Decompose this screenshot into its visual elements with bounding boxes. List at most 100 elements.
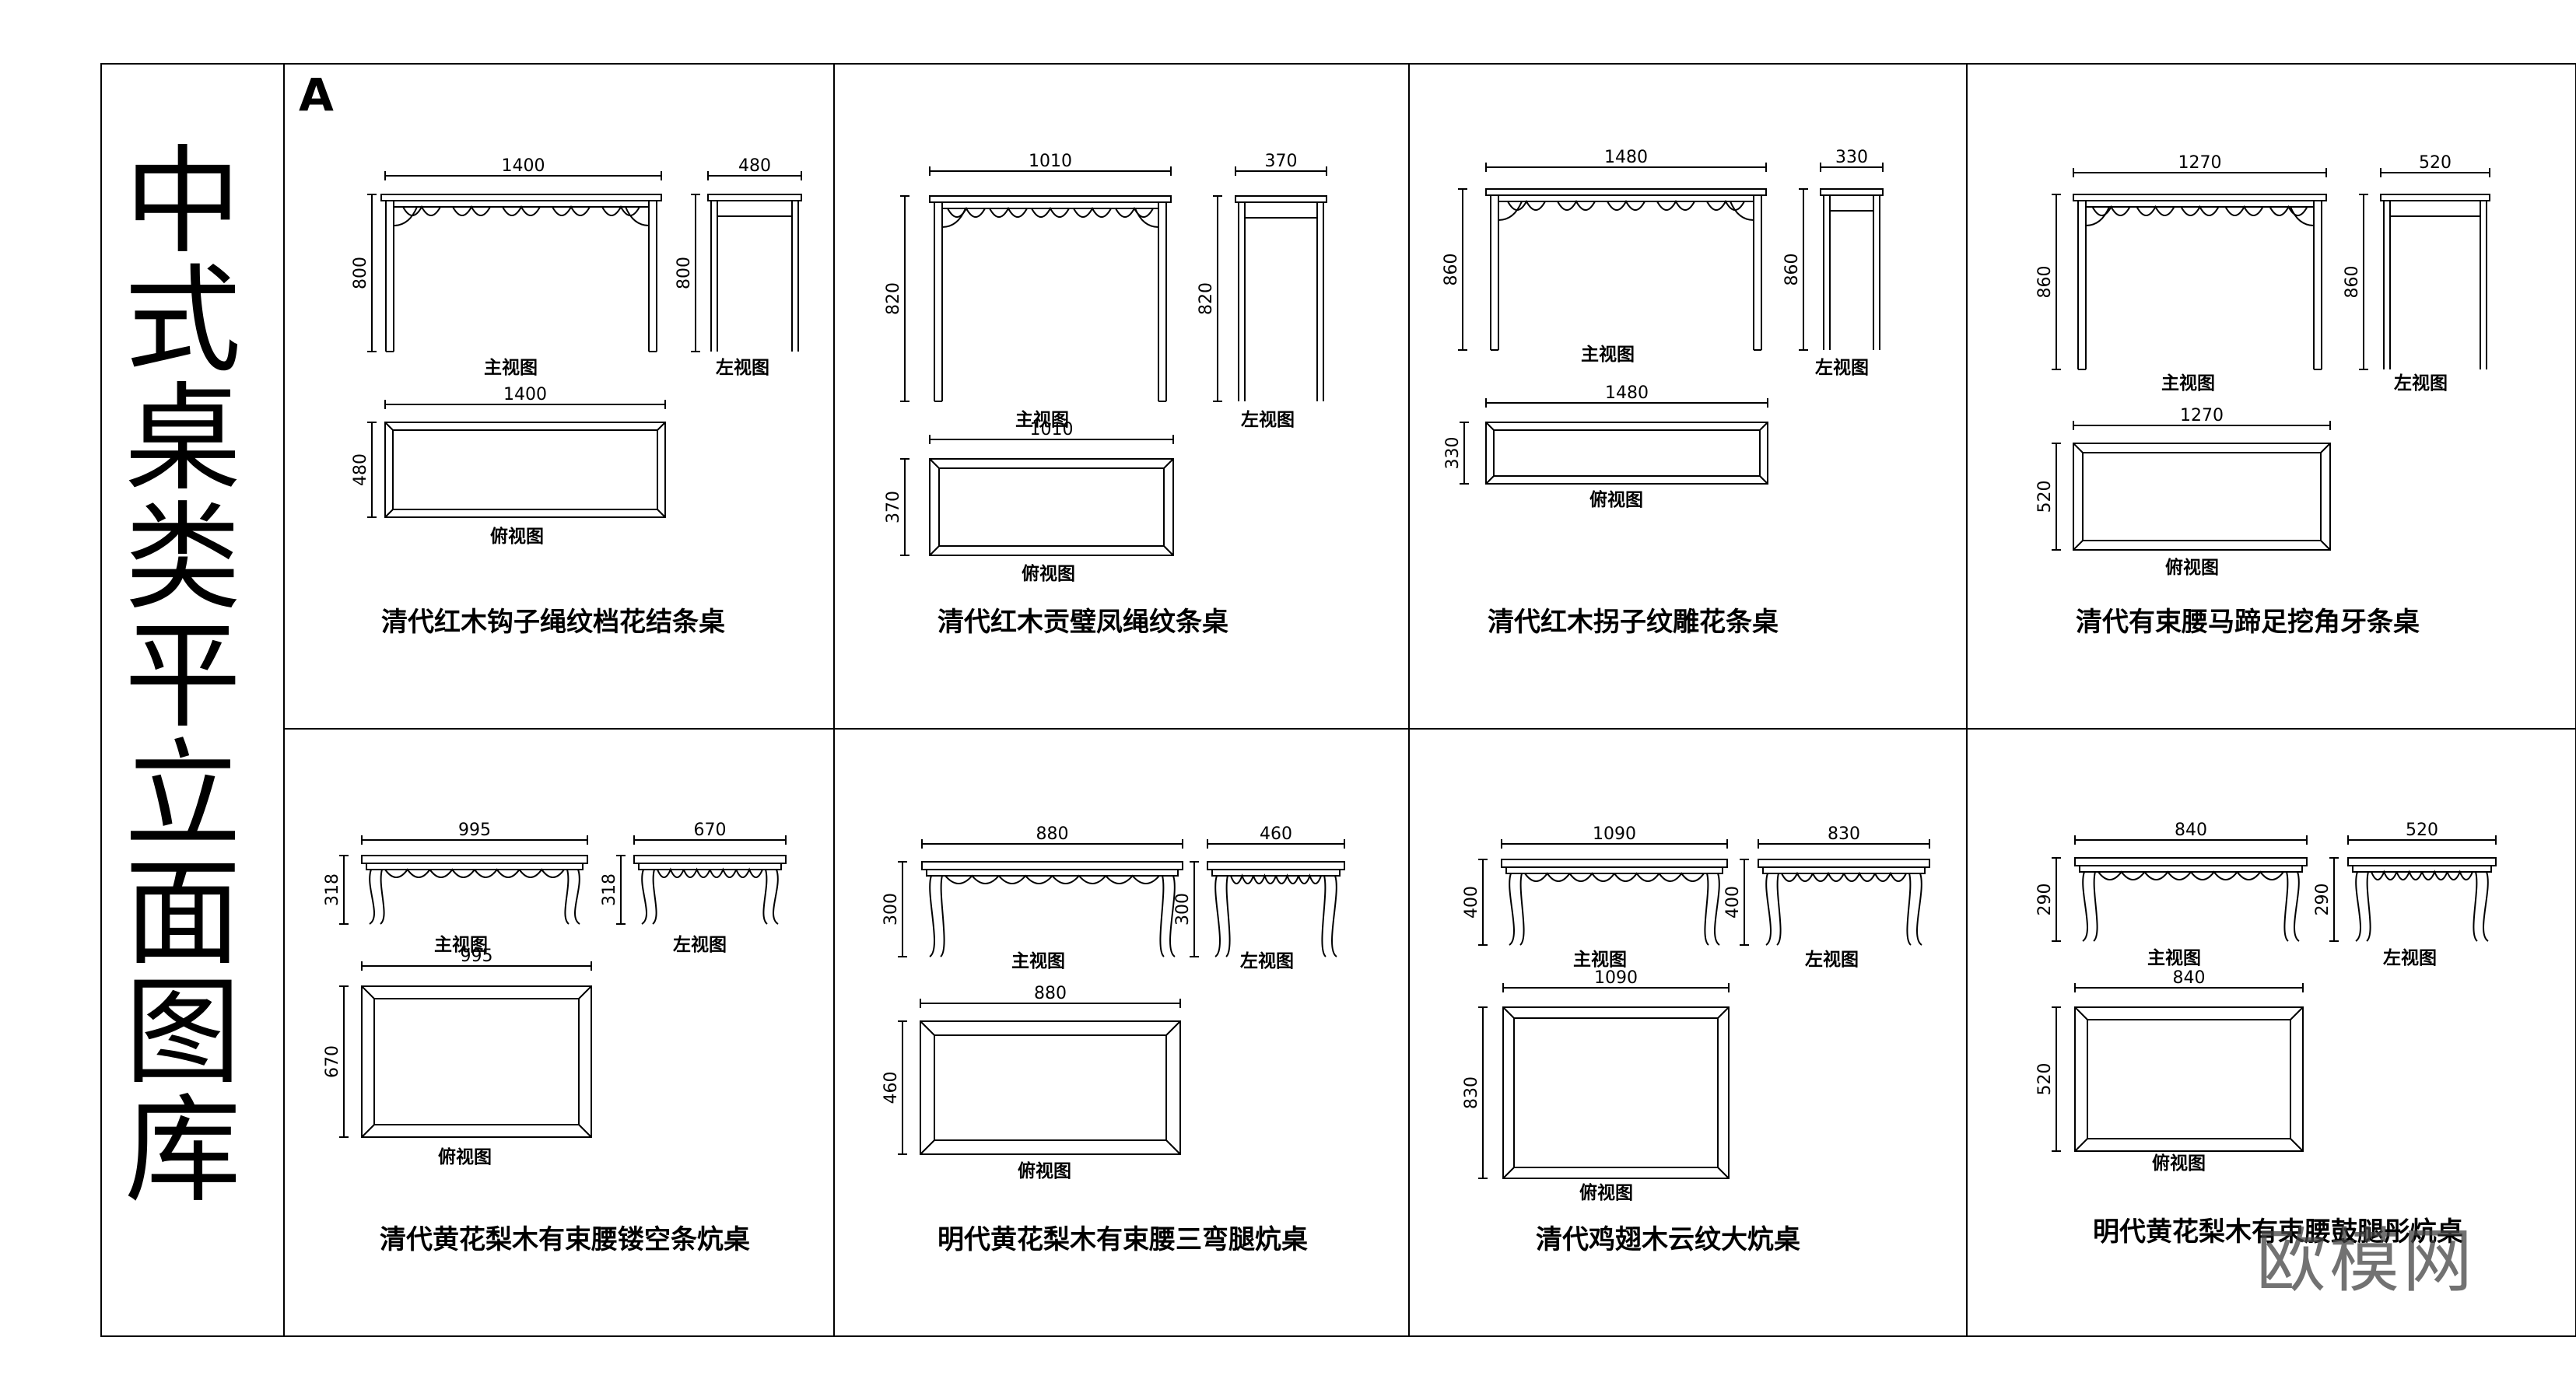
tabletop-outline: [929, 458, 1174, 556]
dimension-horizontal: 830: [1758, 824, 1930, 849]
tabletop-panel: [1513, 1017, 1719, 1168]
dimension-horizontal: 1270: [2073, 406, 2331, 430]
corner-bracket: [625, 206, 650, 226]
side-view-label: 左视图: [1240, 951, 1294, 971]
curved-leg: [2473, 871, 2478, 942]
curved-leg: [380, 869, 385, 925]
dimension-value: 330: [1835, 148, 1868, 167]
top-view-label: 俯视图: [1018, 1161, 1071, 1181]
frame-miter: [1502, 1006, 1515, 1019]
carved-apron-pattern: [1874, 871, 1907, 882]
waist: [1505, 866, 1723, 874]
dimension-value: 860: [1782, 254, 1802, 286]
dimension-vertical: 800: [351, 194, 377, 352]
curved-leg: [369, 869, 375, 925]
curved-leg: [1225, 875, 1231, 957]
tabletop-outline: [2073, 443, 2331, 551]
dimension-value: 460: [1260, 824, 1292, 844]
tabletop-panel: [2087, 1019, 2291, 1139]
dimension-value: 860: [2343, 266, 2362, 299]
sidebar-title-char: 桌: [124, 372, 241, 507]
dimension-value: 318: [323, 873, 342, 906]
carved-apron-pattern: [552, 205, 591, 216]
dimension-vertical: 860: [1442, 188, 1467, 351]
frame-miter: [1163, 545, 1174, 556]
curved-leg: [2294, 871, 2300, 942]
dimension-vertical: 300: [881, 861, 907, 957]
carved-apron-pattern: [1656, 199, 1695, 211]
table-title: 明代黄花梨木有束腰三弯腿炕桌: [938, 1224, 1308, 1255]
front-view-drawing: [1501, 859, 1728, 946]
dimension-value: 370: [1265, 152, 1298, 171]
carved-apron-pattern: [1073, 206, 1112, 218]
frame-miter: [2320, 540, 2331, 551]
dimension-vertical: 670: [323, 985, 349, 1138]
curved-leg: [1765, 873, 1772, 946]
frame-miter: [1759, 422, 1768, 431]
dimension-horizontal: 1480: [1485, 148, 1767, 172]
dimension-vertical: 460: [881, 1020, 907, 1155]
dimension-value: 800: [351, 257, 370, 289]
dimension-value: 670: [323, 1045, 342, 1078]
tabletop-panel: [1493, 429, 1761, 477]
top-view-label: 俯视图: [1589, 490, 1643, 510]
frame-miter: [1485, 475, 1495, 485]
dimension-value: 520: [2406, 821, 2438, 840]
front-view-label: 主视图: [1581, 345, 1635, 365]
curved-leg: [2355, 871, 2361, 942]
carved-apron-pattern: [2236, 870, 2284, 880]
carved-apron-pattern: [709, 867, 738, 878]
frame-miter: [2320, 443, 2331, 453]
dimension-value: 830: [1828, 824, 1860, 844]
waist: [638, 863, 782, 870]
waist: [1762, 866, 1926, 874]
tabletop-outline: [2074, 1006, 2304, 1152]
front-view-drawing: [2074, 857, 2308, 942]
dimension-value: 300: [881, 893, 901, 926]
dimension-horizontal: 370: [1235, 152, 1327, 176]
dimension-horizontal: 670: [633, 821, 787, 845]
dimension-value: 1480: [1604, 148, 1648, 167]
dimension-value: 330: [1443, 437, 1463, 470]
waist: [1211, 869, 1341, 877]
side-view-label: 左视图: [716, 358, 769, 378]
dimension-horizontal: 1400: [384, 385, 666, 409]
dimension-value: 670: [694, 821, 727, 840]
front-view-label: 主视图: [1015, 410, 1069, 430]
table-top: [361, 855, 588, 864]
tabletop-outline: [1502, 1006, 1730, 1179]
curved-leg: [641, 869, 647, 925]
curved-leg: [1704, 873, 1709, 946]
dimension-vertical: 370: [884, 458, 909, 556]
tabletop-outline: [920, 1020, 1181, 1155]
dimension-value: 290: [2035, 884, 2055, 916]
side-view-drawing: [1758, 859, 1930, 946]
frame-miter: [2073, 443, 2084, 453]
dimension-vertical: 400: [1462, 859, 1488, 946]
curved-leg: [574, 869, 580, 925]
curved-leg: [2283, 871, 2289, 942]
table-top: [2347, 857, 2497, 866]
frame-miter: [384, 422, 394, 431]
dimension-value: 1400: [502, 156, 545, 176]
frame-miter: [578, 1124, 592, 1138]
dimension-vertical: 860: [1782, 188, 1808, 351]
carved-apron-pattern: [1275, 873, 1299, 884]
front-view-label: 主视图: [2161, 373, 2215, 394]
corner-bracket: [393, 206, 418, 226]
dimension-horizontal: 840: [2074, 821, 2308, 845]
frame-miter: [1717, 1167, 1730, 1179]
tabletop-outline: [384, 422, 666, 518]
frame-miter: [1163, 458, 1174, 469]
carved-apron-pattern: [2224, 205, 2264, 216]
sidebar-title-char: 面: [124, 846, 241, 982]
curved-leg: [1214, 875, 1221, 957]
table-top: [380, 194, 662, 201]
front-view-label: 主视图: [2147, 948, 2201, 968]
sidebar-title-char: 式: [124, 253, 241, 389]
carved-apron-pattern: [384, 868, 431, 878]
top-view-label: 俯视图: [1579, 1183, 1633, 1203]
table-top: [2074, 857, 2308, 866]
dimension-horizontal: 1010: [929, 152, 1172, 176]
